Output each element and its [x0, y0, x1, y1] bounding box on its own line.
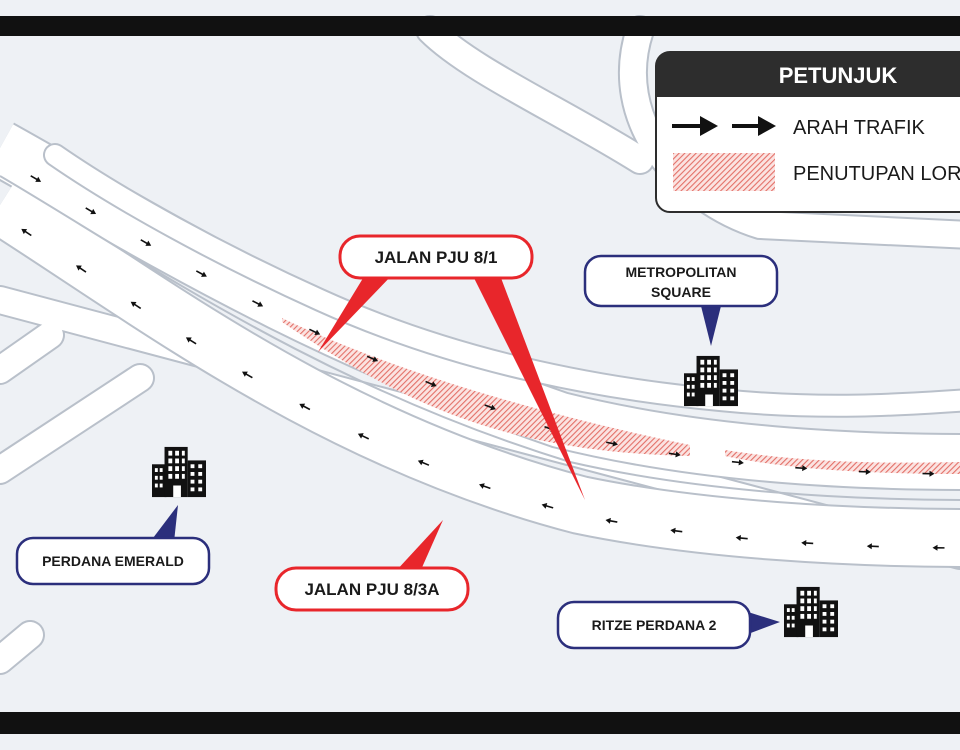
- arrow-right-icon: [357, 433, 370, 440]
- road-lower: [0, 181, 960, 566]
- arrow-right-icon: [479, 483, 491, 490]
- arrow-right-icon: [425, 380, 437, 387]
- arrow-right-icon: [932, 544, 945, 551]
- arrow-right-icon: [85, 207, 97, 215]
- arrow-right-icon: [670, 527, 683, 534]
- place-metropolitan-square: METROPOLITAN SQUARE: [583, 254, 779, 407]
- arrow-right-icon: [801, 540, 814, 547]
- arrow-right-icon: [858, 468, 871, 475]
- pointer: [150, 505, 178, 542]
- arrow-right-icon: [21, 228, 32, 237]
- arrow-right-icon: [866, 543, 879, 550]
- arrow-right-icon: [242, 371, 253, 379]
- arrow-right-icon: [185, 337, 197, 345]
- pointer: [748, 612, 780, 634]
- legend-label-closure: PENUTUPAN LORONG: [793, 163, 960, 185]
- arrow-right-icon: [732, 116, 776, 136]
- service-road: [45, 145, 960, 416]
- place-label-line1: RITZE PERDANA 2: [592, 617, 717, 633]
- arrow-right-icon: [195, 270, 207, 277]
- pointer: [395, 520, 443, 572]
- legend-arrows: [672, 116, 776, 136]
- road-label-box: [274, 566, 470, 612]
- road-label-text: JALAN PJU 8/1: [375, 248, 498, 267]
- legend: PETUNJUK ARAH TRAFIK PENUTUPAN LORONG: [655, 51, 960, 213]
- pointer-left: [318, 270, 395, 352]
- place-label-line1: PERDANA EMERALD: [42, 553, 184, 569]
- place-label-box: [556, 600, 752, 650]
- arrow-right-icon: [76, 265, 87, 273]
- arrow-right-icon: [735, 535, 748, 541]
- place-label-box: [583, 254, 779, 308]
- pointer: [700, 302, 722, 346]
- closure-segment-1: [282, 318, 690, 456]
- road-label-text: JALAN PJU 8/3A: [304, 580, 439, 599]
- arrow-right-icon: [672, 116, 718, 136]
- place-ritze-perdana-2: RITZE PERDANA 2: [556, 586, 838, 650]
- arrow-right-icon: [140, 239, 152, 246]
- arrow-right-icon: [417, 459, 430, 466]
- road-label-pju83a: JALAN PJU 8/3A: [274, 520, 470, 612]
- place-perdana-emerald: PERDANA EMERALD: [15, 446, 211, 586]
- place-label-line2: SQUARE: [651, 284, 711, 300]
- frame-bottom: [0, 712, 960, 734]
- legend-title: PETUNJUK: [779, 63, 898, 88]
- closure-segment-2: [725, 450, 960, 474]
- arrow-right-icon: [541, 503, 554, 509]
- road-label-pju81: JALAN PJU 8/1: [318, 234, 585, 500]
- arrow-right-icon: [795, 465, 808, 472]
- arrow-right-icon: [30, 175, 42, 182]
- place-label-box: [15, 536, 211, 586]
- arrow-right-icon: [668, 451, 681, 458]
- arrow-right-icon: [922, 470, 935, 477]
- closure-hatch-icon: [673, 153, 775, 191]
- arrow-right-icon: [366, 355, 379, 362]
- place-label-line1: METROPOLITAN: [626, 264, 737, 280]
- legend-header: [656, 52, 960, 97]
- arrow-right-icon: [130, 301, 142, 310]
- arrow-right-icon: [606, 440, 618, 447]
- frame-top: [0, 16, 960, 36]
- arrow-right-icon: [309, 328, 321, 336]
- arrow-right-icon: [299, 403, 311, 411]
- lane-closures: [282, 318, 960, 474]
- arrow-right-icon: [484, 404, 496, 411]
- arrow-right-icon: [252, 300, 264, 307]
- road-label-box: [338, 234, 534, 280]
- pointer-right: [470, 270, 585, 500]
- arrow-right-icon: [605, 517, 618, 524]
- traffic-arrows: [21, 175, 945, 551]
- legend-label-traffic: ARAH TRAFIK: [793, 117, 926, 139]
- road-median: [0, 175, 960, 501]
- arrow-right-icon: [731, 459, 744, 466]
